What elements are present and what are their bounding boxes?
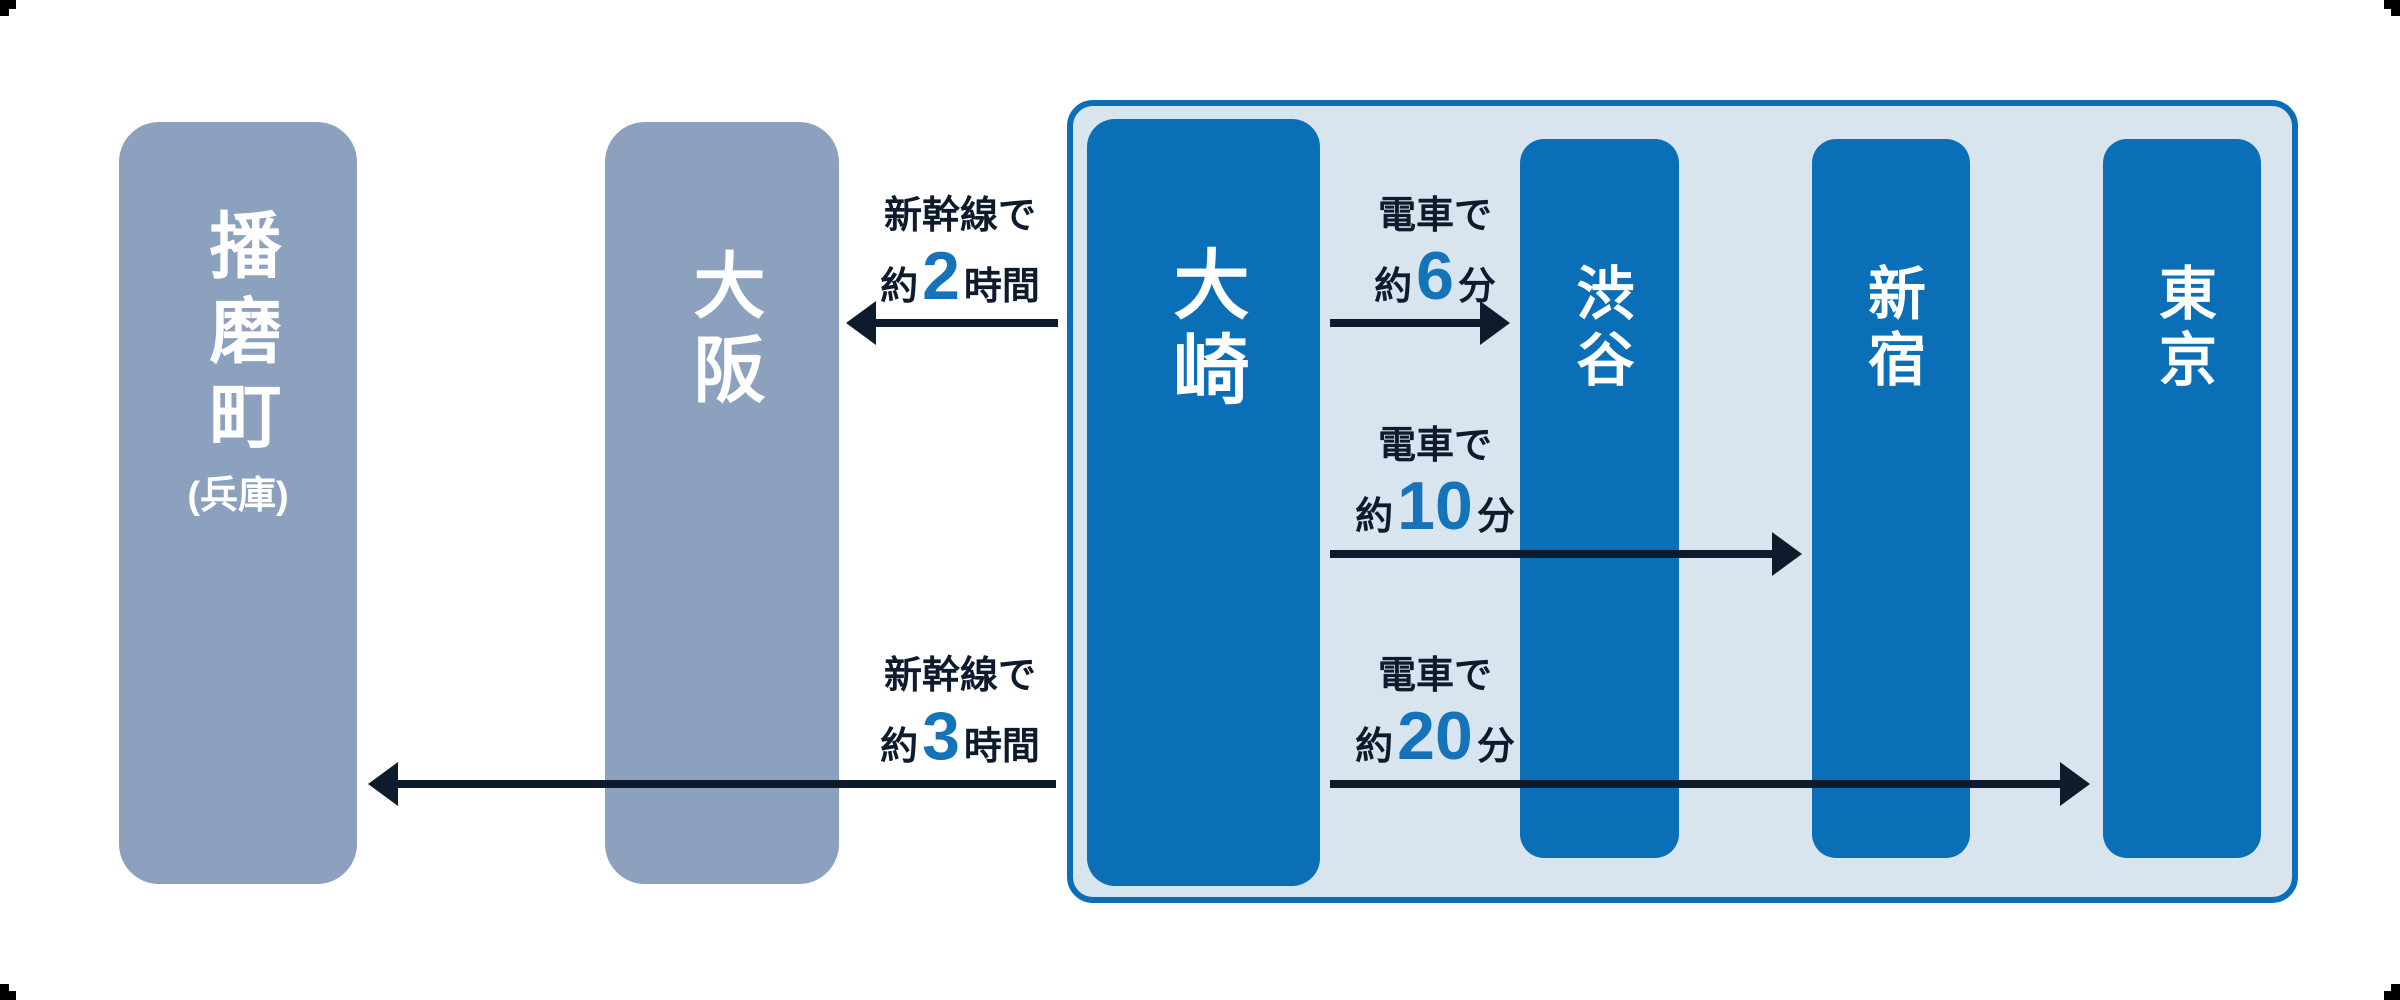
station-pillar-osaki: 大崎 (1087, 119, 1320, 886)
route-approx: 約 (880, 265, 919, 308)
route-unit: 分 (1457, 265, 1496, 308)
route-approx: 約 (880, 725, 919, 768)
route-mode: 新幹線で (883, 195, 1036, 237)
route-mode: 新幹線で (883, 655, 1036, 697)
arrow-shaft (1330, 550, 1776, 558)
arrow-shaft (394, 780, 1056, 788)
arrow-osaki-to-harima (368, 762, 1056, 806)
route-value: 6 (1416, 237, 1454, 314)
arrow-osaki-to-tokyo (1330, 762, 2090, 806)
station-pillar-osaka: 大阪 (605, 122, 839, 884)
station-note-hyogo: (兵庫) (187, 475, 289, 517)
corner-mark-bottom-left-icon (0, 984, 16, 1000)
arrowhead-right-icon (1480, 301, 1510, 345)
route-approx: 約 (1374, 265, 1413, 308)
corner-mark-top-right-icon (2384, 0, 2400, 16)
route-unit: 分 (1476, 495, 1515, 538)
station-pillar-shinjuku: 新宿 (1812, 139, 1970, 858)
arrowhead-left-icon (368, 762, 398, 806)
station-name-osaki: 大崎 (1161, 245, 1247, 415)
arrow-shaft (1330, 780, 2064, 788)
route-unit: 分 (1476, 725, 1515, 768)
station-name-shinjuku: 新宿 (1859, 263, 1924, 395)
route-value: 3 (922, 697, 960, 774)
station-pillar-tokyo: 東京 (2103, 139, 2261, 858)
arrowhead-right-icon (1772, 532, 1802, 576)
route-value: 2 (922, 237, 960, 314)
station-name-shibuya: 渋谷 (1567, 263, 1633, 395)
station-name-osaka: 大阪 (682, 248, 762, 416)
route-mode: 電車で (1377, 425, 1492, 467)
arrow-osaki-to-shibuya (1330, 301, 1510, 345)
arrowhead-left-icon (846, 301, 876, 345)
route-approx: 約 (1355, 725, 1394, 768)
station-name-harima: 播磨町 (198, 208, 278, 463)
station-pillar-shibuya: 渋谷 (1520, 139, 1679, 858)
arrow-shaft (1330, 319, 1484, 327)
route-unit: 時間 (963, 265, 1040, 308)
station-pillar-harima: 播磨町 (兵庫) (119, 122, 357, 884)
corner-mark-bottom-right-icon (2384, 984, 2400, 1000)
arrow-osaki-to-osaka (846, 301, 1058, 345)
route-value: 10 (1397, 467, 1473, 544)
station-name-tokyo: 東京 (2150, 263, 2215, 395)
arrow-shaft (872, 319, 1058, 327)
route-value: 20 (1397, 697, 1473, 774)
route-approx: 約 (1355, 495, 1394, 538)
corner-mark-top-left-icon (0, 0, 16, 16)
route-mode: 電車で (1377, 655, 1492, 697)
arrow-osaki-to-shinjuku (1330, 532, 1802, 576)
route-mode: 電車で (1377, 195, 1492, 237)
arrowhead-right-icon (2060, 762, 2090, 806)
route-unit: 時間 (963, 725, 1040, 768)
